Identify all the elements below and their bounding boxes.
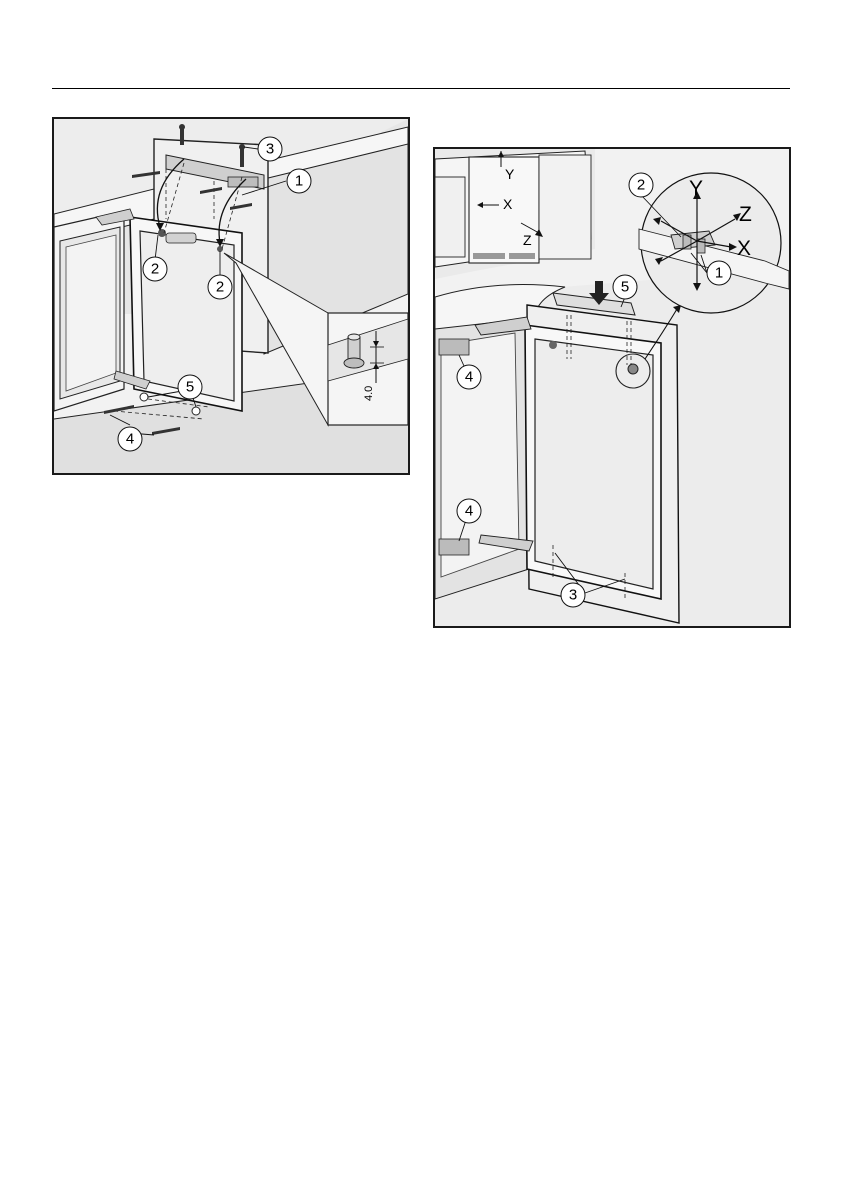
callout-3: 3 (561, 583, 585, 607)
svg-text:4: 4 (126, 431, 134, 448)
svg-text:1: 1 (295, 173, 303, 190)
header-rule (52, 88, 790, 89)
svg-text:5: 5 (186, 379, 194, 396)
svg-text:5: 5 (621, 279, 629, 296)
svg-text:4: 4 (465, 503, 473, 520)
callout-2a: 2 (143, 257, 167, 281)
figure-door-hinge-mounting: 4.0 1 2 2 3 4 5 (52, 117, 410, 475)
svg-text:3: 3 (569, 587, 577, 604)
svg-text:2: 2 (216, 279, 224, 296)
door-mounting-illustration: 4.0 1 2 2 3 4 5 (54, 119, 408, 473)
callout-5: 5 (613, 275, 637, 299)
svg-text:3: 3 (266, 141, 274, 158)
callout-2b: 2 (208, 275, 232, 299)
inset-axis-y: Y (505, 166, 515, 182)
callout-1: 1 (287, 169, 311, 193)
callout-3: 3 (258, 137, 282, 161)
svg-text:2: 2 (637, 177, 645, 194)
inset-axis-x: X (503, 196, 513, 212)
callout-4: 4 (118, 427, 142, 451)
callout-4a: 4 (457, 365, 481, 389)
svg-text:1: 1 (715, 265, 723, 282)
svg-text:2: 2 (151, 261, 159, 278)
callout-5: 5 (178, 375, 202, 399)
door-adjustment-illustration: Y X Z (435, 149, 789, 626)
callout-4b: 4 (457, 499, 481, 523)
inset-axis-z: Z (523, 232, 532, 248)
axis-x-label: X (737, 237, 751, 260)
dimension-label: 4.0 (363, 386, 375, 401)
svg-text:4: 4 (465, 369, 473, 386)
callout-2: 2 (629, 173, 653, 197)
axis-y-label: Y (689, 177, 703, 200)
callout-1: 1 (707, 261, 731, 285)
axis-z-label: Z (739, 203, 752, 226)
figure-door-adjustment: Y X Z (433, 147, 791, 628)
